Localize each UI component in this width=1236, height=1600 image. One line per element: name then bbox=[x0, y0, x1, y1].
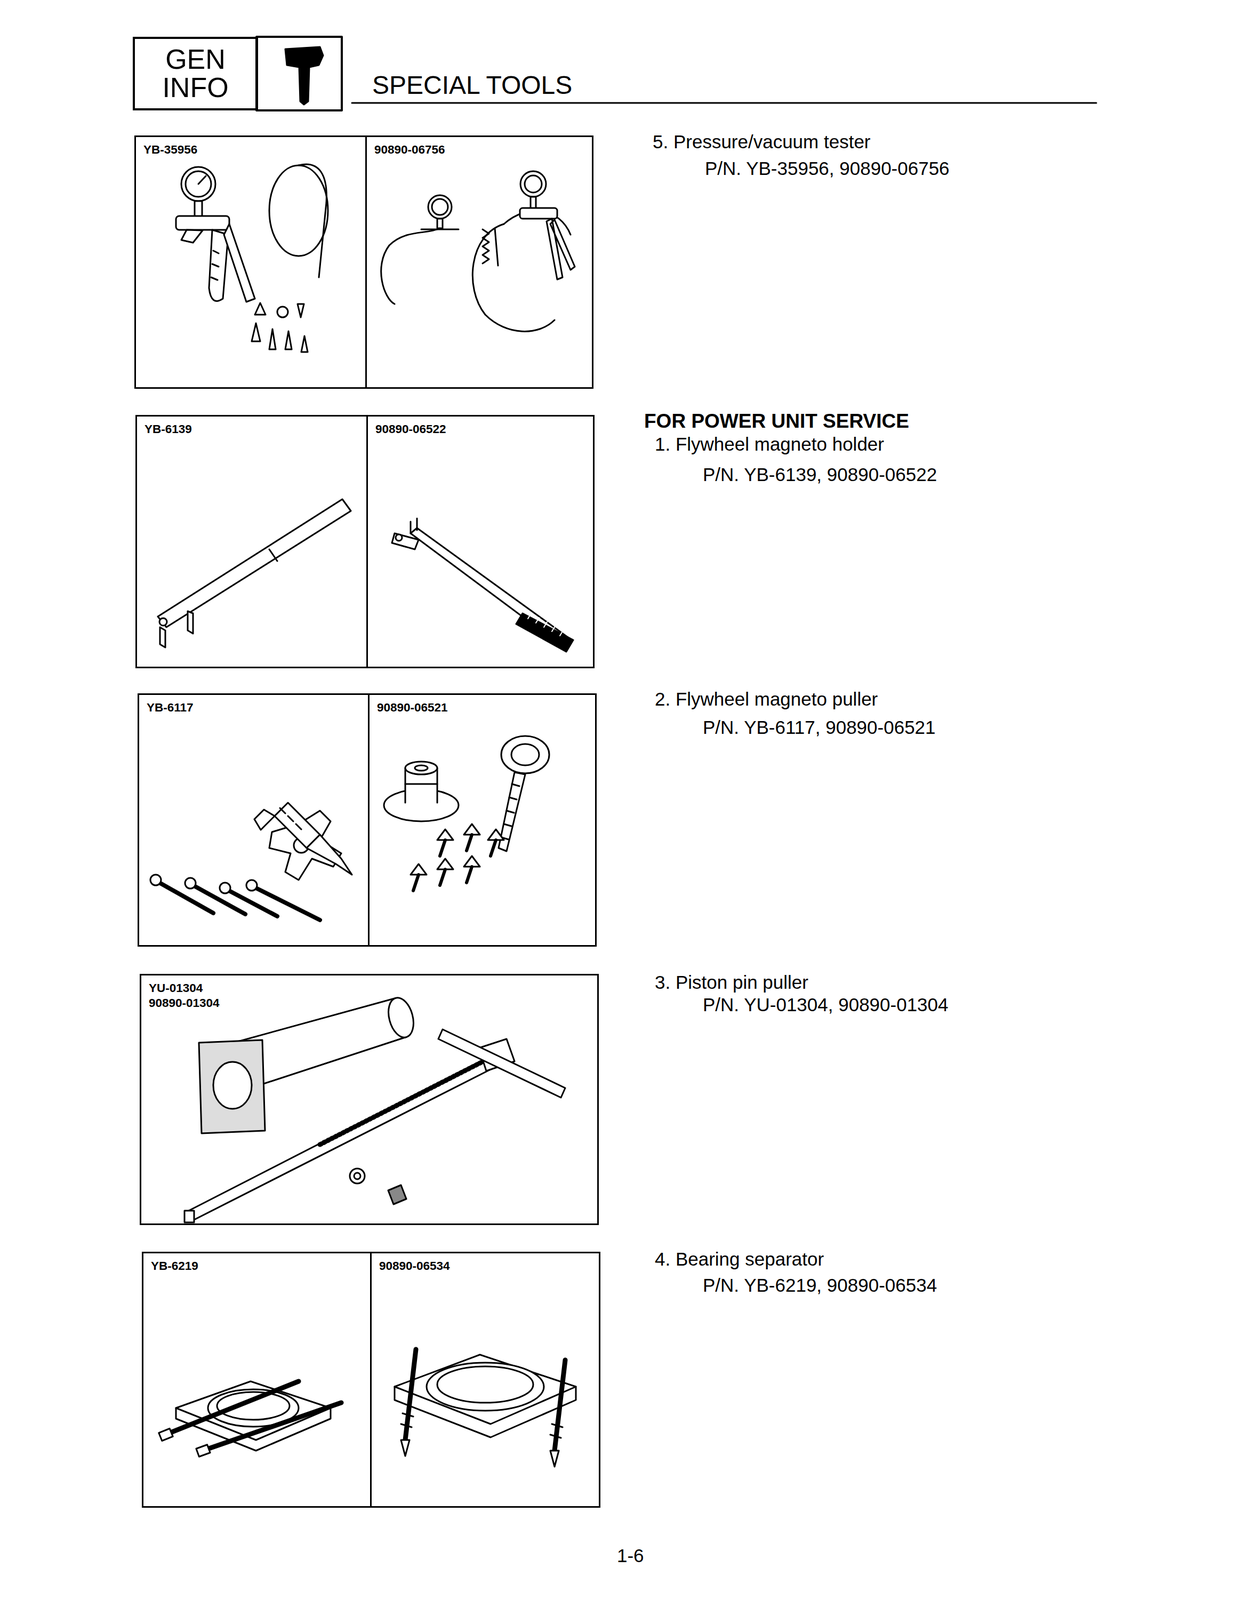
part-number-box: YB-6139 bbox=[135, 414, 368, 669]
part-number: 90890-06522 bbox=[367, 416, 593, 437]
part-number-box: 90890-06534 bbox=[370, 1251, 601, 1508]
header-icon-box bbox=[256, 36, 342, 111]
tester-illustration bbox=[175, 164, 328, 352]
part-number: 90890-06756 bbox=[366, 137, 592, 158]
tool-name: 3. Piston pin puller bbox=[654, 970, 809, 994]
part-number-box: 90890-06756 bbox=[365, 135, 594, 389]
title-rule bbox=[351, 102, 1097, 104]
part-number: 90890-01304 bbox=[141, 995, 598, 1011]
part-number-box: 90890-06521 bbox=[367, 693, 597, 947]
tester-illustration bbox=[381, 171, 575, 332]
separator-illustration bbox=[158, 1381, 342, 1457]
page-title: SPECIAL TOOLS bbox=[372, 70, 573, 100]
part-number: 90890-06534 bbox=[371, 1253, 599, 1274]
part-number: P/N. YB-6117, 90890-06521 bbox=[702, 716, 936, 739]
puller-illustration bbox=[150, 802, 352, 920]
separator-illustration bbox=[394, 1349, 576, 1467]
part-number: YU-01304 bbox=[141, 975, 598, 996]
part-number: P/N. YB-6219, 90890-06534 bbox=[702, 1273, 937, 1297]
holder-illustration bbox=[157, 499, 351, 648]
section-heading: FOR POWER UNIT SERVICE bbox=[644, 409, 910, 433]
outboard-icon bbox=[285, 46, 324, 105]
puller-illustration bbox=[383, 735, 550, 891]
part-number: P/N. YB-6139, 90890-06522 bbox=[702, 463, 937, 486]
part-number-box: YB-6117 bbox=[137, 693, 370, 947]
part-number: YB-6139 bbox=[137, 416, 367, 437]
part-number: P/N. YB-35956, 90890-06756 bbox=[704, 157, 950, 180]
page-number: 1-6 bbox=[616, 1544, 645, 1567]
tool-name: 2. Flywheel magneto puller bbox=[654, 687, 878, 711]
part-number: YB-6219 bbox=[143, 1253, 371, 1274]
section-label: GEN INFO bbox=[153, 45, 239, 102]
part-number: YB-6117 bbox=[139, 694, 368, 716]
pin-puller-illustration bbox=[184, 994, 566, 1223]
part-number-box: YB-35956 bbox=[134, 135, 367, 389]
section-tab: GEN INFO bbox=[132, 36, 259, 111]
part-number: P/N. YU-01304, 90890-01304 bbox=[702, 993, 949, 1016]
part-number-box: YU-0130490890-01304 bbox=[139, 973, 599, 1225]
part-number: 90890-06521 bbox=[369, 694, 596, 716]
holder-illustration bbox=[391, 518, 574, 652]
tool-name: 4. Bearing separator bbox=[654, 1247, 824, 1271]
part-number-box: YB-6219 bbox=[141, 1251, 372, 1508]
part-number-box: 90890-06522 bbox=[366, 414, 595, 669]
tool-name: 1. Flywheel magneto holder bbox=[654, 432, 885, 456]
tool-name: 5. Pressure/vacuum tester bbox=[652, 130, 871, 154]
part-number: YB-35956 bbox=[135, 137, 366, 158]
